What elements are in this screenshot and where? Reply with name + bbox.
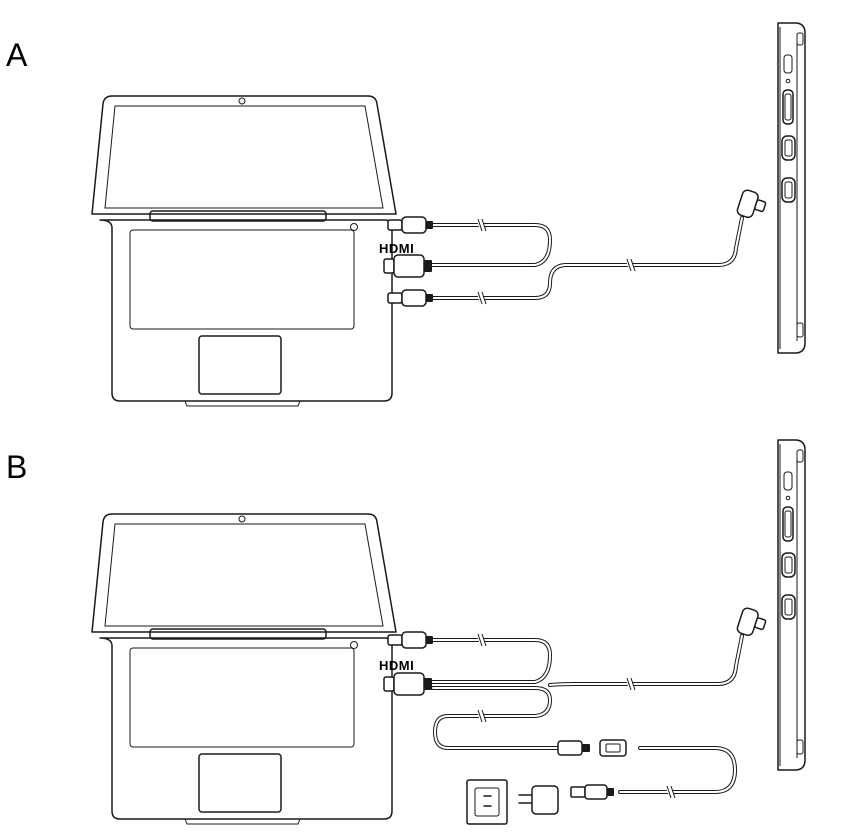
laptop-illustration (91, 95, 397, 407)
angled-connector (735, 606, 767, 638)
usb-connector (387, 289, 434, 307)
laptop-illustration (91, 513, 397, 825)
hdmi-logo: HDMI (379, 241, 414, 256)
section-a-label: A (6, 37, 28, 73)
display-tablet-illustration (777, 439, 806, 771)
usb-connector (387, 631, 434, 649)
hdmi-logo: HDMI (379, 658, 414, 673)
display-tablet-illustration (777, 22, 806, 354)
angled-connector (735, 188, 767, 220)
usb-connector (387, 216, 434, 234)
section-b: B HDMI (6, 439, 806, 825)
hdmi-connector (383, 254, 433, 278)
wall-outlet-icon (466, 779, 508, 825)
hdmi-cable (425, 634, 744, 798)
hdmi-cable (425, 216, 744, 304)
power-adapter-icon (518, 785, 559, 815)
hdmi-connector (383, 672, 433, 696)
usb-a-plug-icon (570, 784, 614, 800)
section-b-label: B (6, 449, 27, 485)
extension-cable-joint (557, 739, 627, 757)
section-a: A HDMI (6, 22, 806, 407)
